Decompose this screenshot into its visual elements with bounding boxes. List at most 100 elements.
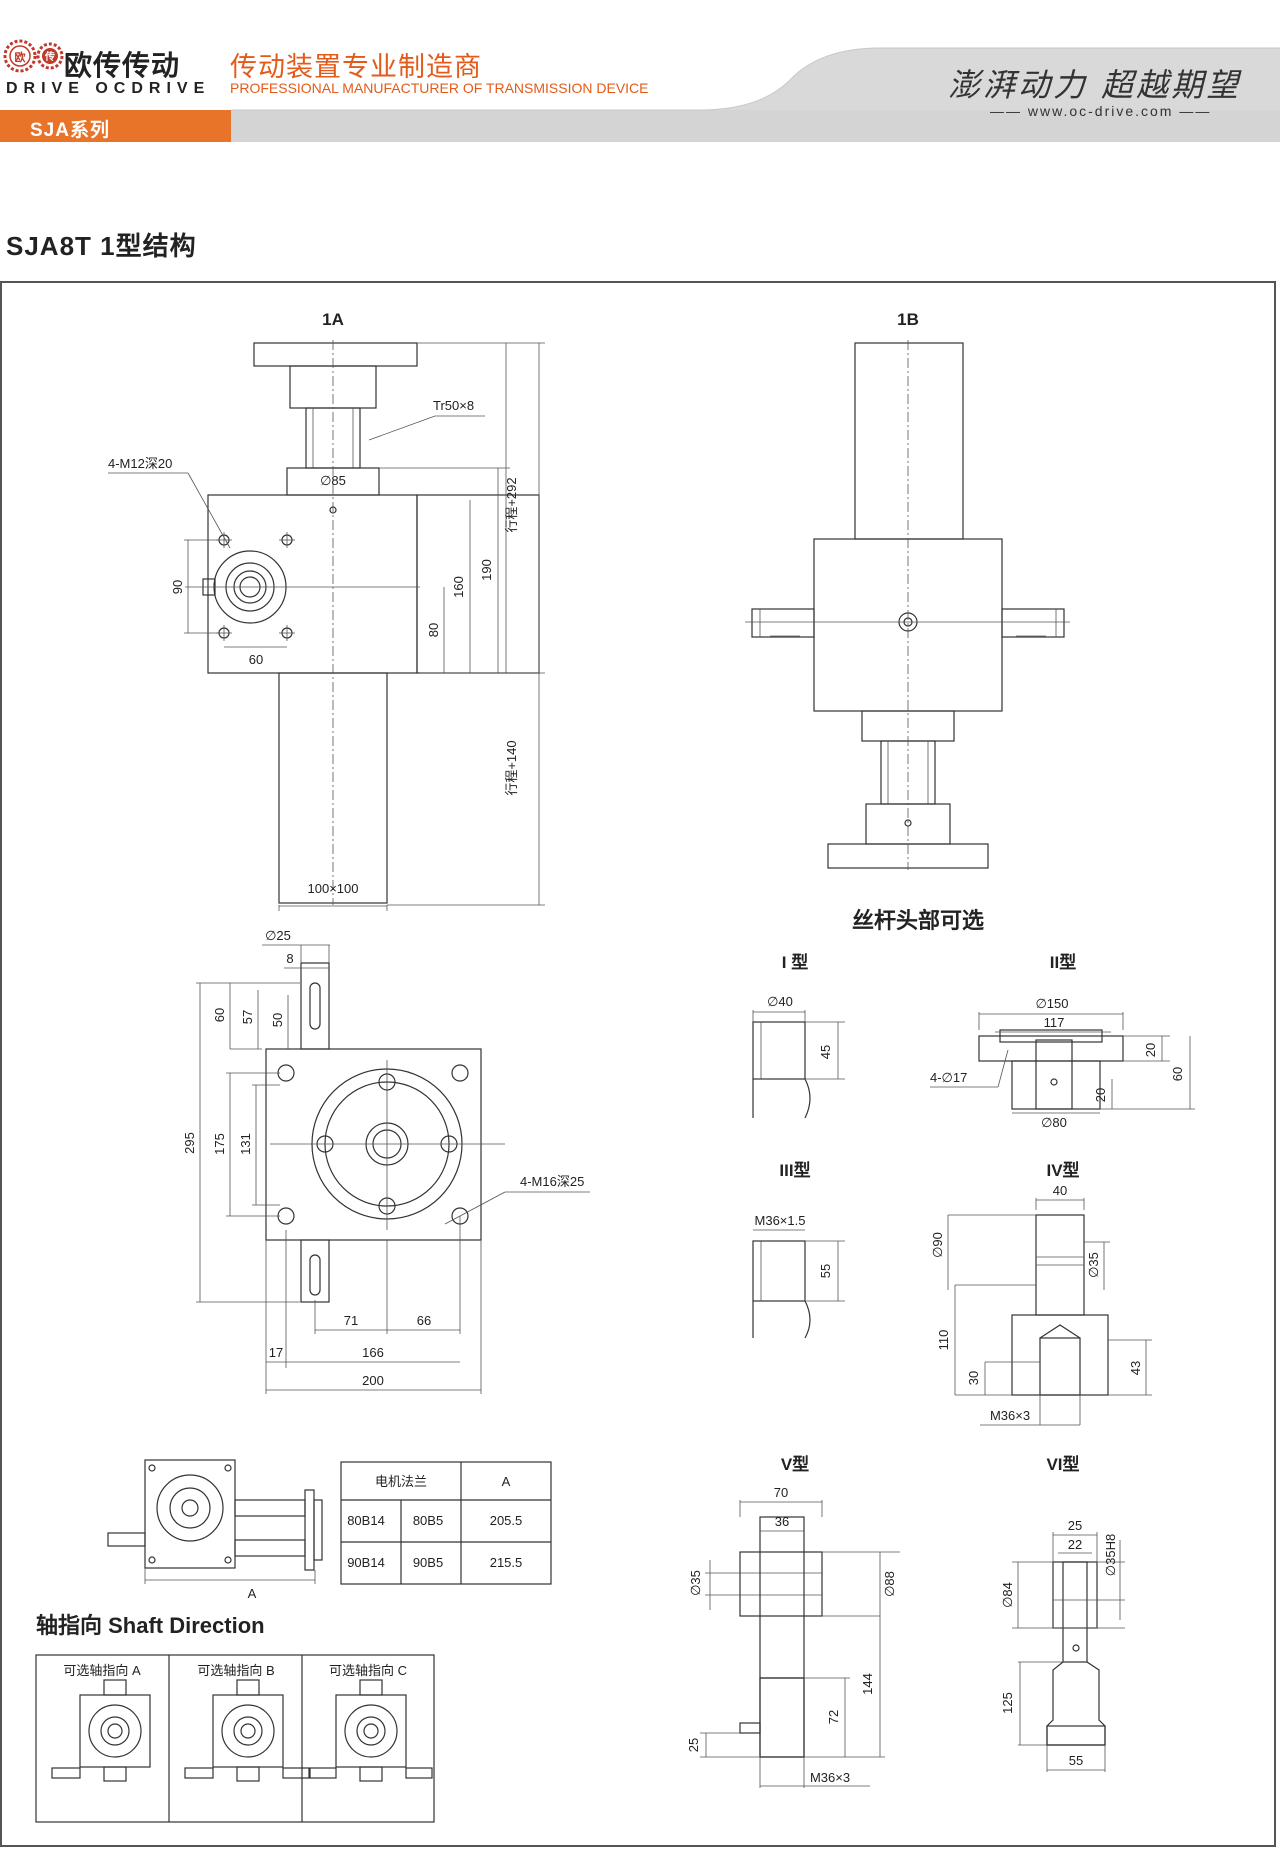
- svg-text:欧: 欧: [15, 50, 26, 64]
- motor-flange-view: A: [107, 1459, 323, 1601]
- type5-thread: M36×3: [810, 1770, 850, 1785]
- dim-131: 131: [238, 1133, 253, 1155]
- type5-name: V型: [781, 1454, 809, 1474]
- svg-text:传: 传: [44, 50, 55, 63]
- type5-d35: ∅35: [688, 1570, 703, 1596]
- dim-295: 295: [182, 1132, 197, 1154]
- type5-h72: 72: [826, 1710, 841, 1724]
- type2-h20a: 20: [1143, 1043, 1158, 1057]
- table-cell: 80B14: [347, 1513, 385, 1528]
- screw-heads-title: 丝杆头部可选: [852, 908, 984, 933]
- type6-w22: 22: [1068, 1537, 1082, 1552]
- screw-head-type5: V型 70 36 ∅35 ∅88 144 72 25 M36×3: [686, 1454, 900, 1788]
- dim-17: 17: [269, 1345, 283, 1360]
- dim-d25: ∅25: [265, 928, 291, 943]
- type5-w70: 70: [774, 1485, 788, 1500]
- type5-h144: 144: [860, 1673, 875, 1695]
- type3-name: III型: [779, 1160, 810, 1180]
- screw-head-type2: II型 ∅150 117 ∅80 4-∅17 20 20 60: [930, 952, 1195, 1130]
- dim-stroke-292: 行程+292: [504, 477, 519, 532]
- shaft-diagram-a-icon: [51, 1679, 151, 1782]
- shaft-option-b[interactable]: 可选轴指向 B: [197, 1663, 274, 1678]
- shaft-direction: 轴指向 Shaft Direction 可选轴指向 A 可选轴指向 B 可选轴指…: [35, 1613, 435, 1823]
- shaft-option-c[interactable]: 可选轴指向 C: [329, 1663, 407, 1678]
- view-1b-title: 1B: [897, 310, 919, 329]
- tagline-cn: 传动装置专业制造商: [230, 52, 482, 82]
- type3-h55: 55: [818, 1264, 833, 1278]
- shaft-direction-title: 轴指向 Shaft Direction: [36, 1613, 265, 1638]
- screw-head-type4: IV型 40 ∅90 ∅35 110 30 43 M36×3: [930, 1160, 1152, 1426]
- view-top: 4-M16深25 ∅25 8 295 60 57 50 175 131 71 6…: [182, 928, 590, 1394]
- dim-8: 8: [286, 951, 293, 966]
- shaft-option-a[interactable]: 可选轴指向 A: [63, 1663, 141, 1678]
- dim-190: 190: [479, 559, 494, 581]
- dim-top-60: 60: [212, 1008, 227, 1022]
- dim-stroke-140: 行程+140: [504, 740, 519, 795]
- shaft-diagram-b-icon: [184, 1679, 310, 1782]
- screw-thread-label: Tr50×8: [433, 398, 474, 413]
- motor-flange-table: 电机法兰 A 80B14 80B5 205.5 90B14 90B5 215.5: [340, 1461, 552, 1585]
- holes-label: 4-M12深20: [108, 456, 172, 471]
- dim-200: 200: [362, 1373, 384, 1388]
- dim-60: 60: [249, 652, 263, 667]
- type4-h30: 30: [966, 1371, 981, 1385]
- dim-175: 175: [212, 1133, 227, 1155]
- type3-thread: M36×1.5: [755, 1213, 806, 1228]
- dim-66: 66: [417, 1313, 431, 1328]
- dim-71: 71: [344, 1313, 358, 1328]
- screw-head-type6: VI型 25 22 ∅35H8 ∅84 125 55: [1000, 1454, 1125, 1772]
- top-holes-label: 4-M16深25: [520, 1174, 584, 1189]
- type1-d40: ∅40: [767, 994, 793, 1009]
- page-header: 欧 传 欧传传动 DRIVE OCDRIVE 传动装置专业制造商 PROFESS…: [0, 0, 1280, 142]
- type6-w25: 25: [1068, 1518, 1082, 1533]
- table-header-a: A: [502, 1474, 511, 1489]
- type2-117: 117: [1044, 1015, 1065, 1030]
- drawing-frame: [0, 281, 1276, 1847]
- type2-h20b: 20: [1093, 1088, 1108, 1102]
- type1-h45: 45: [818, 1045, 833, 1059]
- type6-name: VI型: [1046, 1454, 1079, 1474]
- series-tab: [0, 110, 231, 142]
- table-cell: 90B5: [413, 1555, 443, 1570]
- type4-h110: 110: [936, 1330, 951, 1351]
- dim-a: A: [248, 1586, 257, 1601]
- dim-50: 50: [270, 1013, 285, 1027]
- dim-d85: ∅85: [320, 473, 346, 488]
- slogan: 澎湃动力 超越期望: [948, 66, 1242, 104]
- page-title: SJA8T 1型结构: [6, 231, 197, 261]
- type1-name: I 型: [782, 952, 808, 972]
- type4-thread: M36×3: [990, 1408, 1030, 1423]
- brand-name-en: DRIVE OCDRIVE: [6, 80, 211, 97]
- shaft-diagram-c-icon: [309, 1679, 433, 1782]
- view-1a-title: 1A: [322, 310, 344, 329]
- type2-h60: 60: [1170, 1067, 1185, 1081]
- screw-head-type3: III型 M36×1.5 55: [752, 1160, 845, 1339]
- view-1b: 1B: [745, 310, 1070, 870]
- type4-name: IV型: [1046, 1160, 1079, 1180]
- type4-w40: 40: [1053, 1183, 1067, 1198]
- dim-166: 166: [362, 1345, 384, 1360]
- table-cell: 80B5: [413, 1513, 443, 1528]
- table-cell: 215.5: [490, 1555, 523, 1570]
- type4-d90: ∅90: [930, 1232, 945, 1258]
- tagline-en: PROFESSIONAL MANUFACTURER OF TRANSMISSIO…: [230, 80, 649, 96]
- type6-d35h8: ∅35H8: [1103, 1534, 1118, 1576]
- website: —— www.oc-drive.com ——: [990, 103, 1212, 119]
- type6-d84: ∅84: [1000, 1582, 1015, 1608]
- brand-name-cn: 欧传传动: [64, 50, 181, 81]
- dim-tube: 100×100: [308, 881, 359, 896]
- type5-w36: 36: [775, 1514, 789, 1529]
- type4-d35: ∅35: [1086, 1252, 1101, 1278]
- dim-80: 80: [426, 623, 441, 637]
- screw-head-type1: I 型 ∅40 45: [752, 952, 845, 1119]
- type6-w55: 55: [1069, 1753, 1083, 1768]
- gear-logo-icon: 欧 传: [3, 39, 64, 73]
- dim-90: 90: [170, 580, 185, 594]
- type2-name: II型: [1050, 952, 1076, 972]
- type6-h125: 125: [1000, 1692, 1015, 1714]
- type2-d150: ∅150: [1035, 996, 1068, 1011]
- view-1a: 1A Tr50×8 4-M12深20 ∅85: [108, 310, 545, 911]
- dim-57: 57: [240, 1010, 255, 1024]
- website-url[interactable]: www.oc-drive.com: [1027, 103, 1174, 119]
